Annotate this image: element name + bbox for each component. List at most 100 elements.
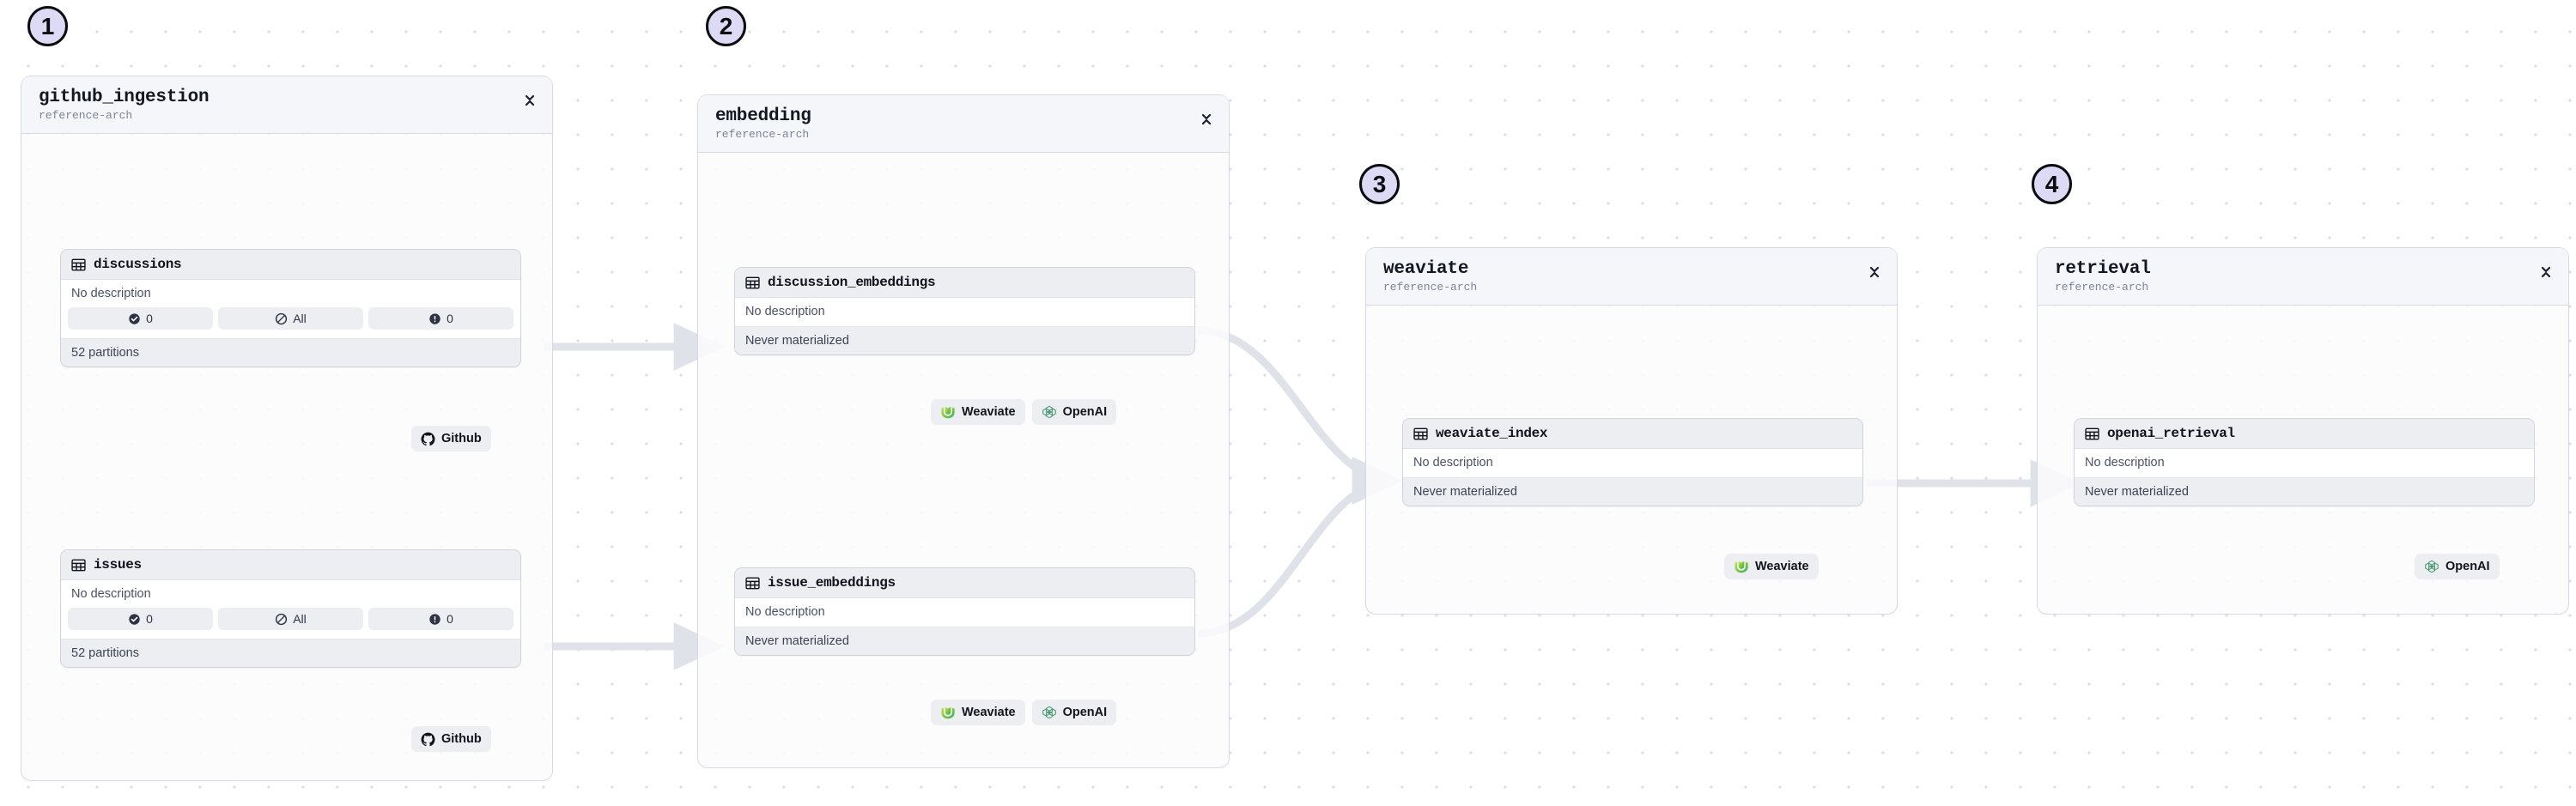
group-embedding[interactable]: embedding reference-arch: [697, 94, 1230, 768]
step-badge-4: 4: [2032, 164, 2072, 204]
asset-node-openai-retrieval[interactable]: openai_retrieval No description Never ma…: [2074, 418, 2535, 506]
asset-description: No description: [735, 598, 1194, 627]
table-icon: [745, 276, 760, 288]
alert-circle-icon: [429, 312, 440, 324]
asset-node-weaviate-index[interactable]: weaviate_index No description Never mate…: [1402, 418, 1863, 506]
tag-openai[interactable]: OpenAI: [2415, 554, 2500, 579]
status-pill-missing[interactable]: All: [218, 608, 363, 630]
asset-footer: Never materialized: [2075, 477, 2534, 506]
asset-name: weaviate_index: [1436, 426, 1548, 441]
group-subtitle: reference-arch: [2055, 280, 2149, 294]
tag-weaviate[interactable]: Weaviate: [931, 399, 1025, 425]
asset-name: openai_retrieval: [2107, 426, 2235, 441]
asset-node-discussions[interactable]: discussions No description 0 All: [60, 249, 521, 367]
tag-github[interactable]: Github: [411, 426, 491, 451]
tag-label: OpenAI: [1062, 706, 1108, 719]
asset-description: No description: [2075, 449, 2534, 477]
table-icon: [71, 258, 86, 270]
group-header[interactable]: retrieval reference-arch: [2038, 248, 2568, 306]
asset-status-row: 0 All 0: [61, 306, 520, 338]
github-icon: [421, 732, 435, 746]
table-icon: [2085, 427, 2099, 439]
status-pill-failed[interactable]: 0: [368, 608, 513, 630]
asset-header[interactable]: discussions: [61, 250, 520, 280]
asset-footer: Never materialized: [735, 627, 1194, 655]
asset-footer: Never materialized: [1403, 477, 1862, 506]
asset-footer: 52 partitions: [61, 338, 520, 367]
asset-name: issues: [94, 557, 142, 573]
asset-header[interactable]: issues: [61, 550, 520, 580]
check-circle-icon: [129, 312, 140, 324]
status-value: 0: [447, 312, 453, 325]
asset-header[interactable]: openai_retrieval: [2075, 419, 2534, 449]
status-value: 0: [447, 612, 453, 626]
step-badge-1: 1: [27, 6, 68, 46]
group-title: github_ingestion: [39, 88, 210, 107]
weaviate-icon: [1735, 561, 1748, 573]
status-pill-failed[interactable]: 0: [368, 307, 513, 330]
group-header[interactable]: github_ingestion reference-arch: [21, 76, 552, 134]
asset-header[interactable]: issue_embeddings: [735, 568, 1194, 598]
table-icon: [71, 559, 86, 571]
asset-header[interactable]: weaviate_index: [1403, 419, 1862, 449]
tag-label: Github: [441, 732, 482, 746]
table-icon: [745, 577, 760, 589]
collapse-chevrons-icon[interactable]: [1868, 262, 1881, 282]
collapse-chevrons-icon[interactable]: [523, 90, 537, 111]
asset-header[interactable]: discussion_embeddings: [735, 268, 1194, 298]
alert-circle-icon: [429, 613, 440, 625]
status-pill-materialized[interactable]: 0: [68, 307, 213, 330]
tag-weaviate[interactable]: Weaviate: [1724, 554, 1819, 579]
collapse-chevrons-icon[interactable]: [2539, 262, 2553, 282]
slash-circle-icon: [276, 312, 288, 324]
tag-row-discussion-embeddings: Weaviate OpenAI: [931, 399, 1117, 425]
group-title: embedding: [715, 106, 811, 126]
tag-row-discussions: Github: [411, 426, 491, 451]
tag-label: Weaviate: [962, 405, 1016, 419]
tag-openai[interactable]: OpenAI: [1031, 700, 1117, 725]
status-value: 0: [146, 612, 153, 626]
step-badge-3: 3: [1359, 164, 1400, 204]
asset-node-issues[interactable]: issues No description 0 All: [60, 549, 521, 668]
github-icon: [421, 432, 435, 445]
asset-footer: 52 partitions: [61, 639, 520, 667]
weaviate-icon: [941, 706, 955, 719]
status-pill-materialized[interactable]: 0: [68, 608, 213, 630]
status-value: 0: [146, 312, 153, 325]
tag-openai[interactable]: OpenAI: [1031, 399, 1117, 425]
tag-row-issues: Github: [411, 726, 491, 752]
tag-label: Weaviate: [962, 706, 1016, 719]
asset-status-row: 0 All 0: [61, 606, 520, 639]
tag-row-weaviate-index: Weaviate: [1724, 554, 1819, 579]
slash-circle-icon: [276, 613, 288, 625]
group-title: weaviate: [1383, 259, 1469, 279]
group-header[interactable]: weaviate reference-arch: [1366, 248, 1897, 306]
step-badge-2: 2: [706, 6, 746, 46]
status-value: All: [293, 312, 307, 325]
openai-icon: [2425, 560, 2439, 573]
asset-description: No description: [1403, 449, 1862, 477]
tag-label: Github: [441, 432, 482, 445]
status-pill-missing[interactable]: All: [218, 307, 363, 330]
collapse-chevrons-icon[interactable]: [1200, 109, 1213, 130]
group-subtitle: reference-arch: [715, 127, 810, 141]
asset-description: No description: [61, 280, 520, 306]
group-header[interactable]: embedding reference-arch: [698, 95, 1229, 153]
group-subtitle: reference-arch: [1383, 280, 1478, 294]
asset-name: discussion_embeddings: [768, 275, 936, 290]
asset-node-discussion-embeddings[interactable]: discussion_embeddings No description Nev…: [734, 267, 1195, 355]
status-value: All: [293, 612, 307, 626]
asset-node-issue-embeddings[interactable]: issue_embeddings No description Never ma…: [734, 567, 1195, 656]
tag-weaviate[interactable]: Weaviate: [931, 700, 1025, 725]
tag-github[interactable]: Github: [411, 726, 491, 752]
asset-description: No description: [61, 580, 520, 606]
group-subtitle: reference-arch: [39, 108, 133, 122]
group-title: retrieval: [2055, 259, 2151, 279]
asset-description: No description: [735, 298, 1194, 326]
tag-row-issue-embeddings: Weaviate OpenAI: [931, 700, 1117, 725]
tag-label: Weaviate: [1755, 560, 1809, 573]
table-icon: [1413, 427, 1428, 439]
asset-name: discussions: [94, 257, 182, 272]
weaviate-icon: [941, 406, 955, 419]
